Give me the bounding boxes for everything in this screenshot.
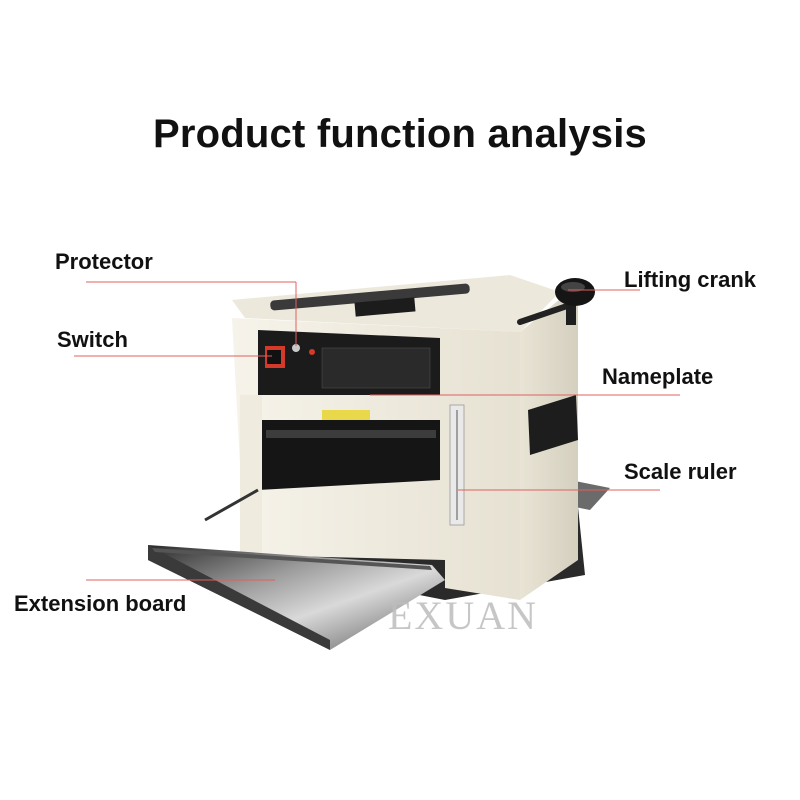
label-nameplate: Nameplate: [602, 364, 714, 389]
feed-roller: [266, 430, 436, 438]
protector-knob: [292, 344, 300, 352]
switch-box-dark: [267, 350, 281, 364]
left-leg: [240, 395, 262, 555]
label-lifting-crank: Lifting crank: [624, 267, 757, 292]
nameplate-plate: [321, 347, 431, 389]
label-switch: Switch: [57, 327, 128, 352]
label-scale-ruler: Scale ruler: [624, 459, 737, 484]
extension-board-edge: [148, 545, 330, 650]
side-vent: [528, 395, 578, 455]
label-protector: Protector: [55, 249, 153, 274]
extension-board: [148, 545, 445, 650]
label-extension-board: Extension board: [14, 591, 187, 616]
crank-arm: [517, 302, 573, 325]
crank-shaft: [566, 300, 576, 325]
indicator-light: [309, 349, 315, 355]
top-label: [354, 297, 416, 317]
top-rail: [270, 283, 470, 311]
page-title: Product function analysis: [153, 112, 647, 156]
watermark: EXUAN: [388, 593, 538, 638]
extension-board-frame: [152, 548, 432, 570]
